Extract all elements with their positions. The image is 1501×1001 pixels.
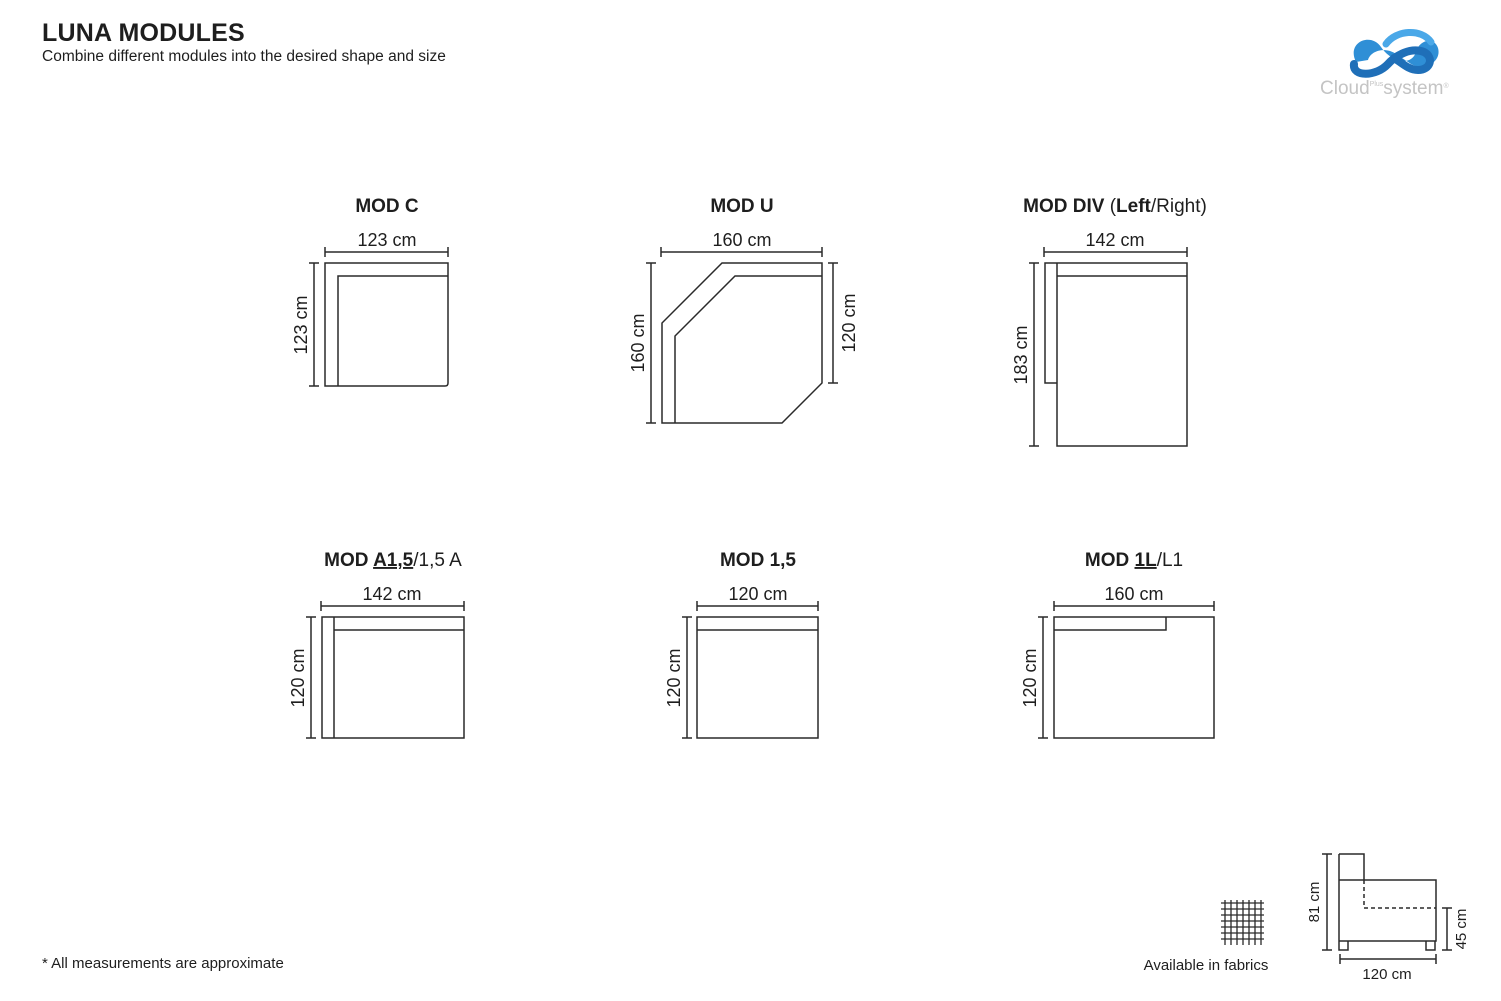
depth-dimension-line (1339, 954, 1437, 964)
cloudplus-logo: CloudPlussystem® (1320, 29, 1449, 99)
module-1l: MOD 1L/L1 160 cm 120 cm (1020, 550, 1215, 739)
page-title: LUNA MODULES (42, 19, 245, 47)
height-label: 120 cm (664, 648, 684, 707)
height-left-label: 160 cm (628, 313, 648, 372)
cloud-infinity-icon (1350, 29, 1439, 78)
fabric-label: Available in fabrics (1144, 957, 1269, 974)
width-label: 123 cm (357, 230, 416, 250)
width-dimension-line (320, 601, 465, 611)
seat-height-dimension-line (1442, 907, 1452, 951)
height-dimension-line (682, 616, 692, 739)
module-a15: MOD A1,5/1,5 A 142 cm 120 cm (288, 550, 465, 739)
height-label: 183 cm (1011, 325, 1031, 384)
module-title: MOD 1,5 (720, 550, 796, 571)
module-title: MOD U (710, 196, 773, 217)
width-dimension-line (1043, 247, 1188, 257)
width-label: 160 cm (1104, 584, 1163, 604)
width-dimension-line (660, 247, 823, 257)
seat-line (1363, 880, 1436, 909)
module-div: MOD DIV (Left/Right) 142 cm 183 cm (1011, 196, 1207, 447)
width-label: 120 cm (728, 584, 787, 604)
height-dimension-line (309, 262, 319, 387)
height-label: 120 cm (1020, 648, 1040, 707)
side-view-shape (1338, 853, 1437, 951)
width-label: 160 cm (712, 230, 771, 250)
height-dimension-line (1038, 616, 1048, 739)
height-right-label: 120 cm (839, 293, 859, 352)
width-dimension-line (1053, 601, 1215, 611)
module-a15-shape (321, 616, 465, 739)
module-u: MOD U 160 cm 160 cm 120 cm (628, 196, 859, 424)
height-dimension-line (1029, 262, 1039, 447)
module-div-shape (1044, 262, 1188, 447)
height-label: 123 cm (291, 295, 311, 354)
height-right-dimension-line (828, 262, 838, 384)
height-label: 120 cm (288, 648, 308, 707)
footnote: * All measurements are approximate (42, 955, 284, 972)
depth-label: 120 cm (1362, 966, 1411, 983)
width-dimension-line (696, 601, 819, 611)
module-title: MOD 1L/L1 (1085, 550, 1183, 571)
side-view: 81 cm 45 cm 120 cm (1306, 853, 1470, 983)
seat-height-label: 45 cm (1453, 909, 1470, 950)
total-height-dimension-line (1322, 853, 1332, 951)
total-height-label: 81 cm (1306, 882, 1323, 923)
fabric-grid-icon (1221, 900, 1264, 945)
width-label: 142 cm (362, 584, 421, 604)
module-title: MOD C (355, 196, 419, 217)
height-left-dimension-line (646, 262, 656, 424)
module-15-shape (696, 616, 819, 739)
height-dimension-line (306, 616, 316, 739)
page-subtitle: Combine different modules into the desir… (42, 48, 446, 65)
module-15: MOD 1,5 120 cm 120 cm (664, 550, 819, 739)
module-c: MOD C 123 cm 123 cm (291, 196, 449, 387)
module-c-shape (324, 262, 449, 387)
svg-text:CloudPlussystem®: CloudPlussystem® (1320, 78, 1449, 99)
module-title: MOD A1,5/1,5 A (324, 550, 462, 571)
module-1l-shape (1053, 616, 1215, 739)
width-label: 142 cm (1085, 230, 1144, 250)
module-u-shape (661, 262, 823, 424)
width-dimension-line (324, 247, 449, 257)
module-title: MOD DIV (Left/Right) (1023, 196, 1207, 217)
